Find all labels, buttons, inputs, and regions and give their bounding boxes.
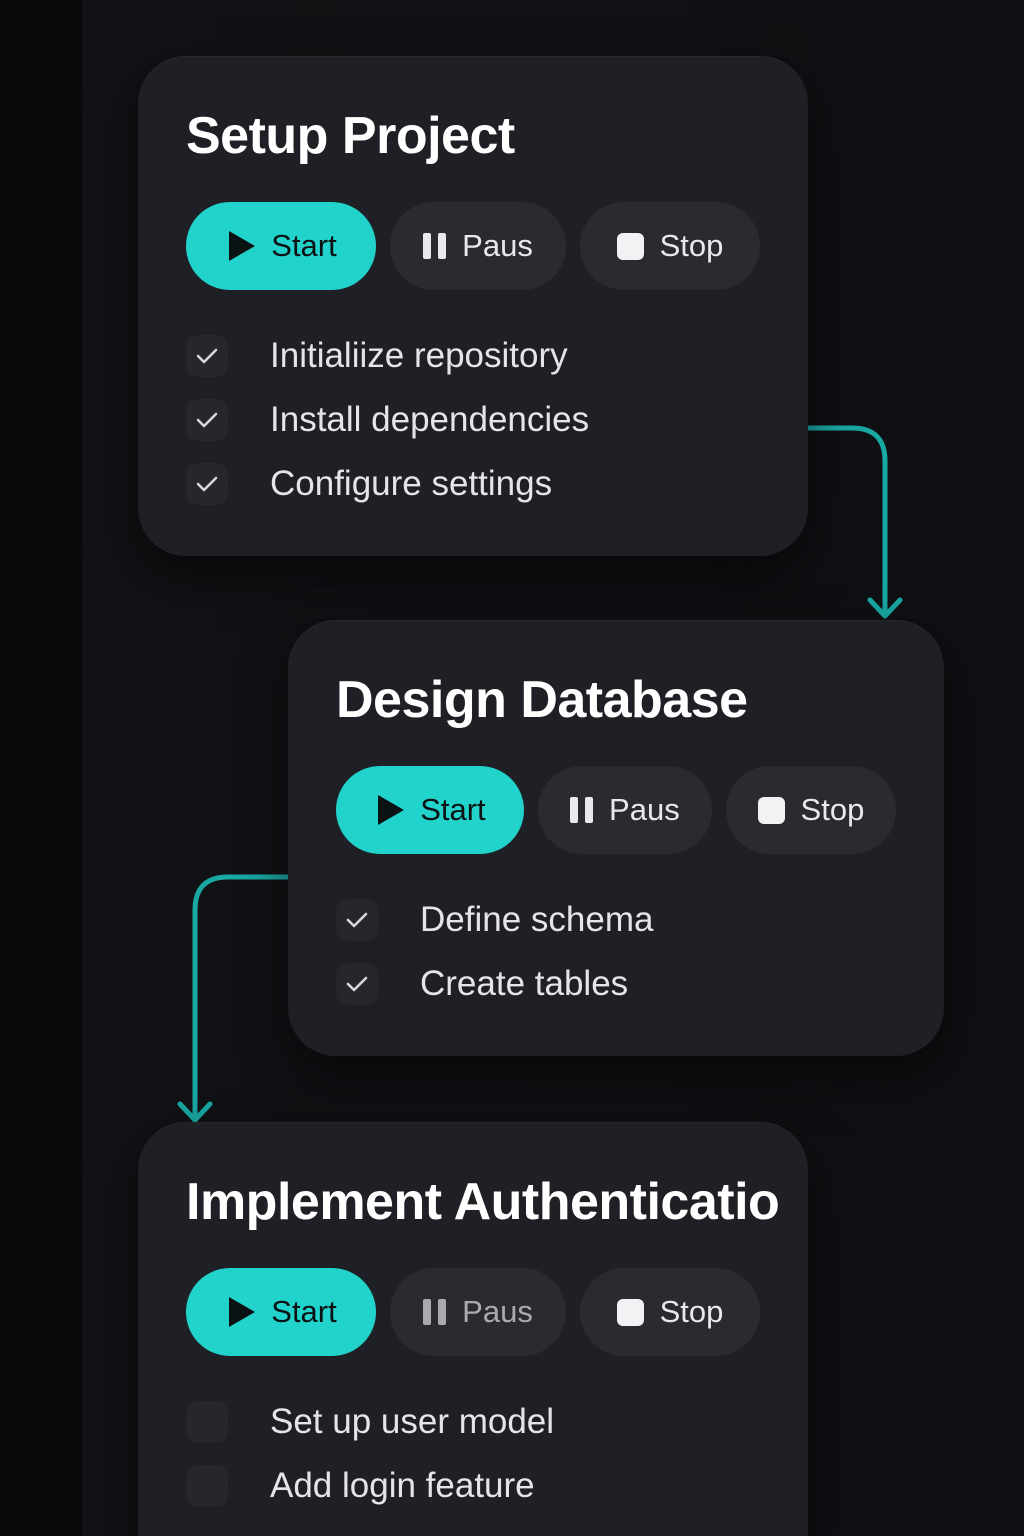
task-label: Install dependencies	[270, 400, 590, 439]
task-label: Configure settings	[270, 464, 553, 503]
stop-icon	[757, 796, 785, 824]
pause-button-label: Paus	[609, 792, 680, 827]
stop-button-label: Stop	[800, 792, 865, 827]
stop-button[interactable]: Stop	[580, 202, 760, 290]
control-buttons: Start Paus Stop	[336, 766, 896, 854]
pause-button-label: Paus	[462, 1294, 533, 1329]
stop-button[interactable]: Stop	[580, 1268, 760, 1356]
pause-button-label: Paus	[462, 228, 533, 263]
play-icon	[378, 795, 405, 825]
stop-button[interactable]: Stop	[725, 766, 896, 854]
task-item[interactable]: Configure settings	[186, 452, 760, 516]
check-icon	[196, 476, 218, 492]
pause-icon	[423, 1299, 447, 1325]
card-title: Setup Project	[186, 107, 515, 165]
pause-button[interactable]: Paus	[390, 202, 566, 290]
control-buttons: Start Paus Stop	[186, 1268, 760, 1356]
pause-icon	[423, 233, 447, 259]
start-button-label: Start	[271, 228, 337, 263]
task-checkbox[interactable]	[186, 335, 228, 377]
check-icon	[196, 348, 218, 364]
task-item[interactable]: Install dependencies	[186, 388, 760, 452]
start-button-label: Start	[271, 1294, 337, 1329]
task-item[interactable]: Define schema	[336, 888, 896, 952]
connector-setup-to-database	[805, 425, 888, 615]
task-checkbox[interactable]	[336, 899, 378, 941]
task-item[interactable]: Add login feature	[186, 1454, 760, 1518]
task-item[interactable]: Initialiize repository	[186, 324, 760, 388]
task-label: Define schema	[420, 900, 654, 939]
start-button-label: Start	[420, 792, 486, 827]
task-list: Initialiize repository Install dependenc…	[186, 324, 760, 516]
task-item[interactable]: Set up user model	[186, 1390, 760, 1454]
card-title: Implement Authenticatio	[186, 1173, 780, 1231]
start-button[interactable]: Start	[186, 202, 376, 290]
task-card-setup-project: Setup Project Start Paus Stop Initialiiz…	[138, 56, 808, 556]
check-icon	[346, 976, 368, 992]
stop-icon	[616, 1298, 644, 1326]
connector-arrow-head-2	[177, 1101, 213, 1123]
check-icon	[346, 912, 368, 928]
task-label: Set up user model	[270, 1402, 555, 1441]
connector-database-to-auth	[192, 874, 291, 1117]
control-buttons: Start Paus Stop	[186, 202, 760, 290]
pause-button[interactable]: Paus	[537, 766, 712, 854]
stop-button-label: Stop	[659, 228, 724, 263]
task-card-implement-authentication: Implement Authenticatio Start Paus Stop …	[138, 1122, 808, 1536]
task-list: Define schema Create tables	[336, 888, 896, 1016]
start-button[interactable]: Start	[186, 1268, 376, 1356]
task-label: Add login feature	[270, 1466, 535, 1505]
start-button[interactable]: Start	[336, 766, 524, 854]
pause-button[interactable]: Paus	[390, 1268, 566, 1356]
task-checkbox[interactable]	[186, 463, 228, 505]
connector-arrow-head-1	[867, 597, 903, 619]
stop-button-label: Stop	[659, 1294, 724, 1329]
task-checkbox[interactable]	[186, 399, 228, 441]
task-checkbox[interactable]	[186, 1465, 228, 1507]
check-icon	[196, 412, 218, 428]
stop-icon	[616, 232, 644, 260]
task-list: Set up user model Add login feature	[186, 1390, 760, 1518]
card-title: Design Database	[336, 671, 748, 729]
play-icon	[229, 231, 256, 261]
pause-icon	[570, 797, 594, 823]
task-checkbox[interactable]	[336, 963, 378, 1005]
task-item[interactable]: Create tables	[336, 952, 896, 1016]
play-icon	[229, 1297, 256, 1327]
task-label: Create tables	[420, 964, 629, 1003]
task-card-design-database: Design Database Start Paus Stop Define s…	[288, 620, 944, 1056]
task-label: Initialiize repository	[270, 336, 568, 375]
task-checkbox[interactable]	[186, 1401, 228, 1443]
